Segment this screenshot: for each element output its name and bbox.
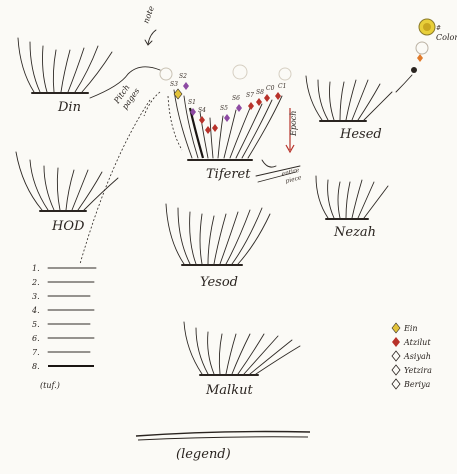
crown-note-1: # xyxy=(436,25,441,32)
key-item: 5. xyxy=(32,320,40,329)
key-item: 1. xyxy=(32,264,40,273)
hesed-cluster xyxy=(306,76,392,121)
din-label: Din xyxy=(57,100,81,115)
crown-chain xyxy=(396,19,435,92)
marker-label: S8 xyxy=(256,89,264,96)
legend-item-label: Beriya xyxy=(403,380,431,389)
legend-item-label: Ein xyxy=(403,324,418,333)
marker-label: C1 xyxy=(278,83,286,90)
key-item: 2. xyxy=(31,278,40,287)
legend-item-label: Atzilut xyxy=(403,338,431,347)
marker-label: S7 xyxy=(246,92,254,99)
malkut-label: Malkut xyxy=(205,383,253,398)
key-item: 7. xyxy=(32,348,40,357)
nezah-cluster xyxy=(316,176,388,219)
din-cluster xyxy=(18,38,112,93)
marker-label: S6 xyxy=(232,95,240,102)
crown-note-2: Color xyxy=(436,33,457,42)
legend-caption: (legend) xyxy=(176,447,231,462)
key-list xyxy=(48,268,96,366)
key-caption: (tuf.) xyxy=(40,381,60,390)
legend xyxy=(392,323,400,389)
malkut-cluster xyxy=(184,322,300,375)
marker-label: S5 xyxy=(220,105,228,112)
key-item: 8. xyxy=(32,362,40,371)
legend-item-label: Yetzira xyxy=(404,366,432,375)
yesod-cluster xyxy=(166,204,270,265)
key-item: 4. xyxy=(31,306,40,315)
nezah-label: Nezah xyxy=(333,225,376,240)
legend-item-label: Asiyah xyxy=(403,352,431,361)
hod-cluster xyxy=(16,152,118,211)
legend-strokes xyxy=(136,432,310,441)
marker-label: S2 xyxy=(179,73,187,80)
hesed-label: Hesed xyxy=(339,127,382,142)
marker-label: S3 xyxy=(170,81,178,88)
tiferet-label: Tiferet xyxy=(206,167,251,182)
hod-label: HOD xyxy=(51,219,85,234)
top-note: note xyxy=(141,5,156,25)
key-item: 3. xyxy=(32,292,40,301)
epoch-label: Epoch xyxy=(289,111,298,137)
marker-label: C0 xyxy=(266,85,275,92)
marker-label: S4 xyxy=(198,107,206,114)
yesod-label: Yesod xyxy=(200,275,238,290)
marker-label: S1 xyxy=(188,99,196,106)
key-item: 6. xyxy=(32,334,40,343)
